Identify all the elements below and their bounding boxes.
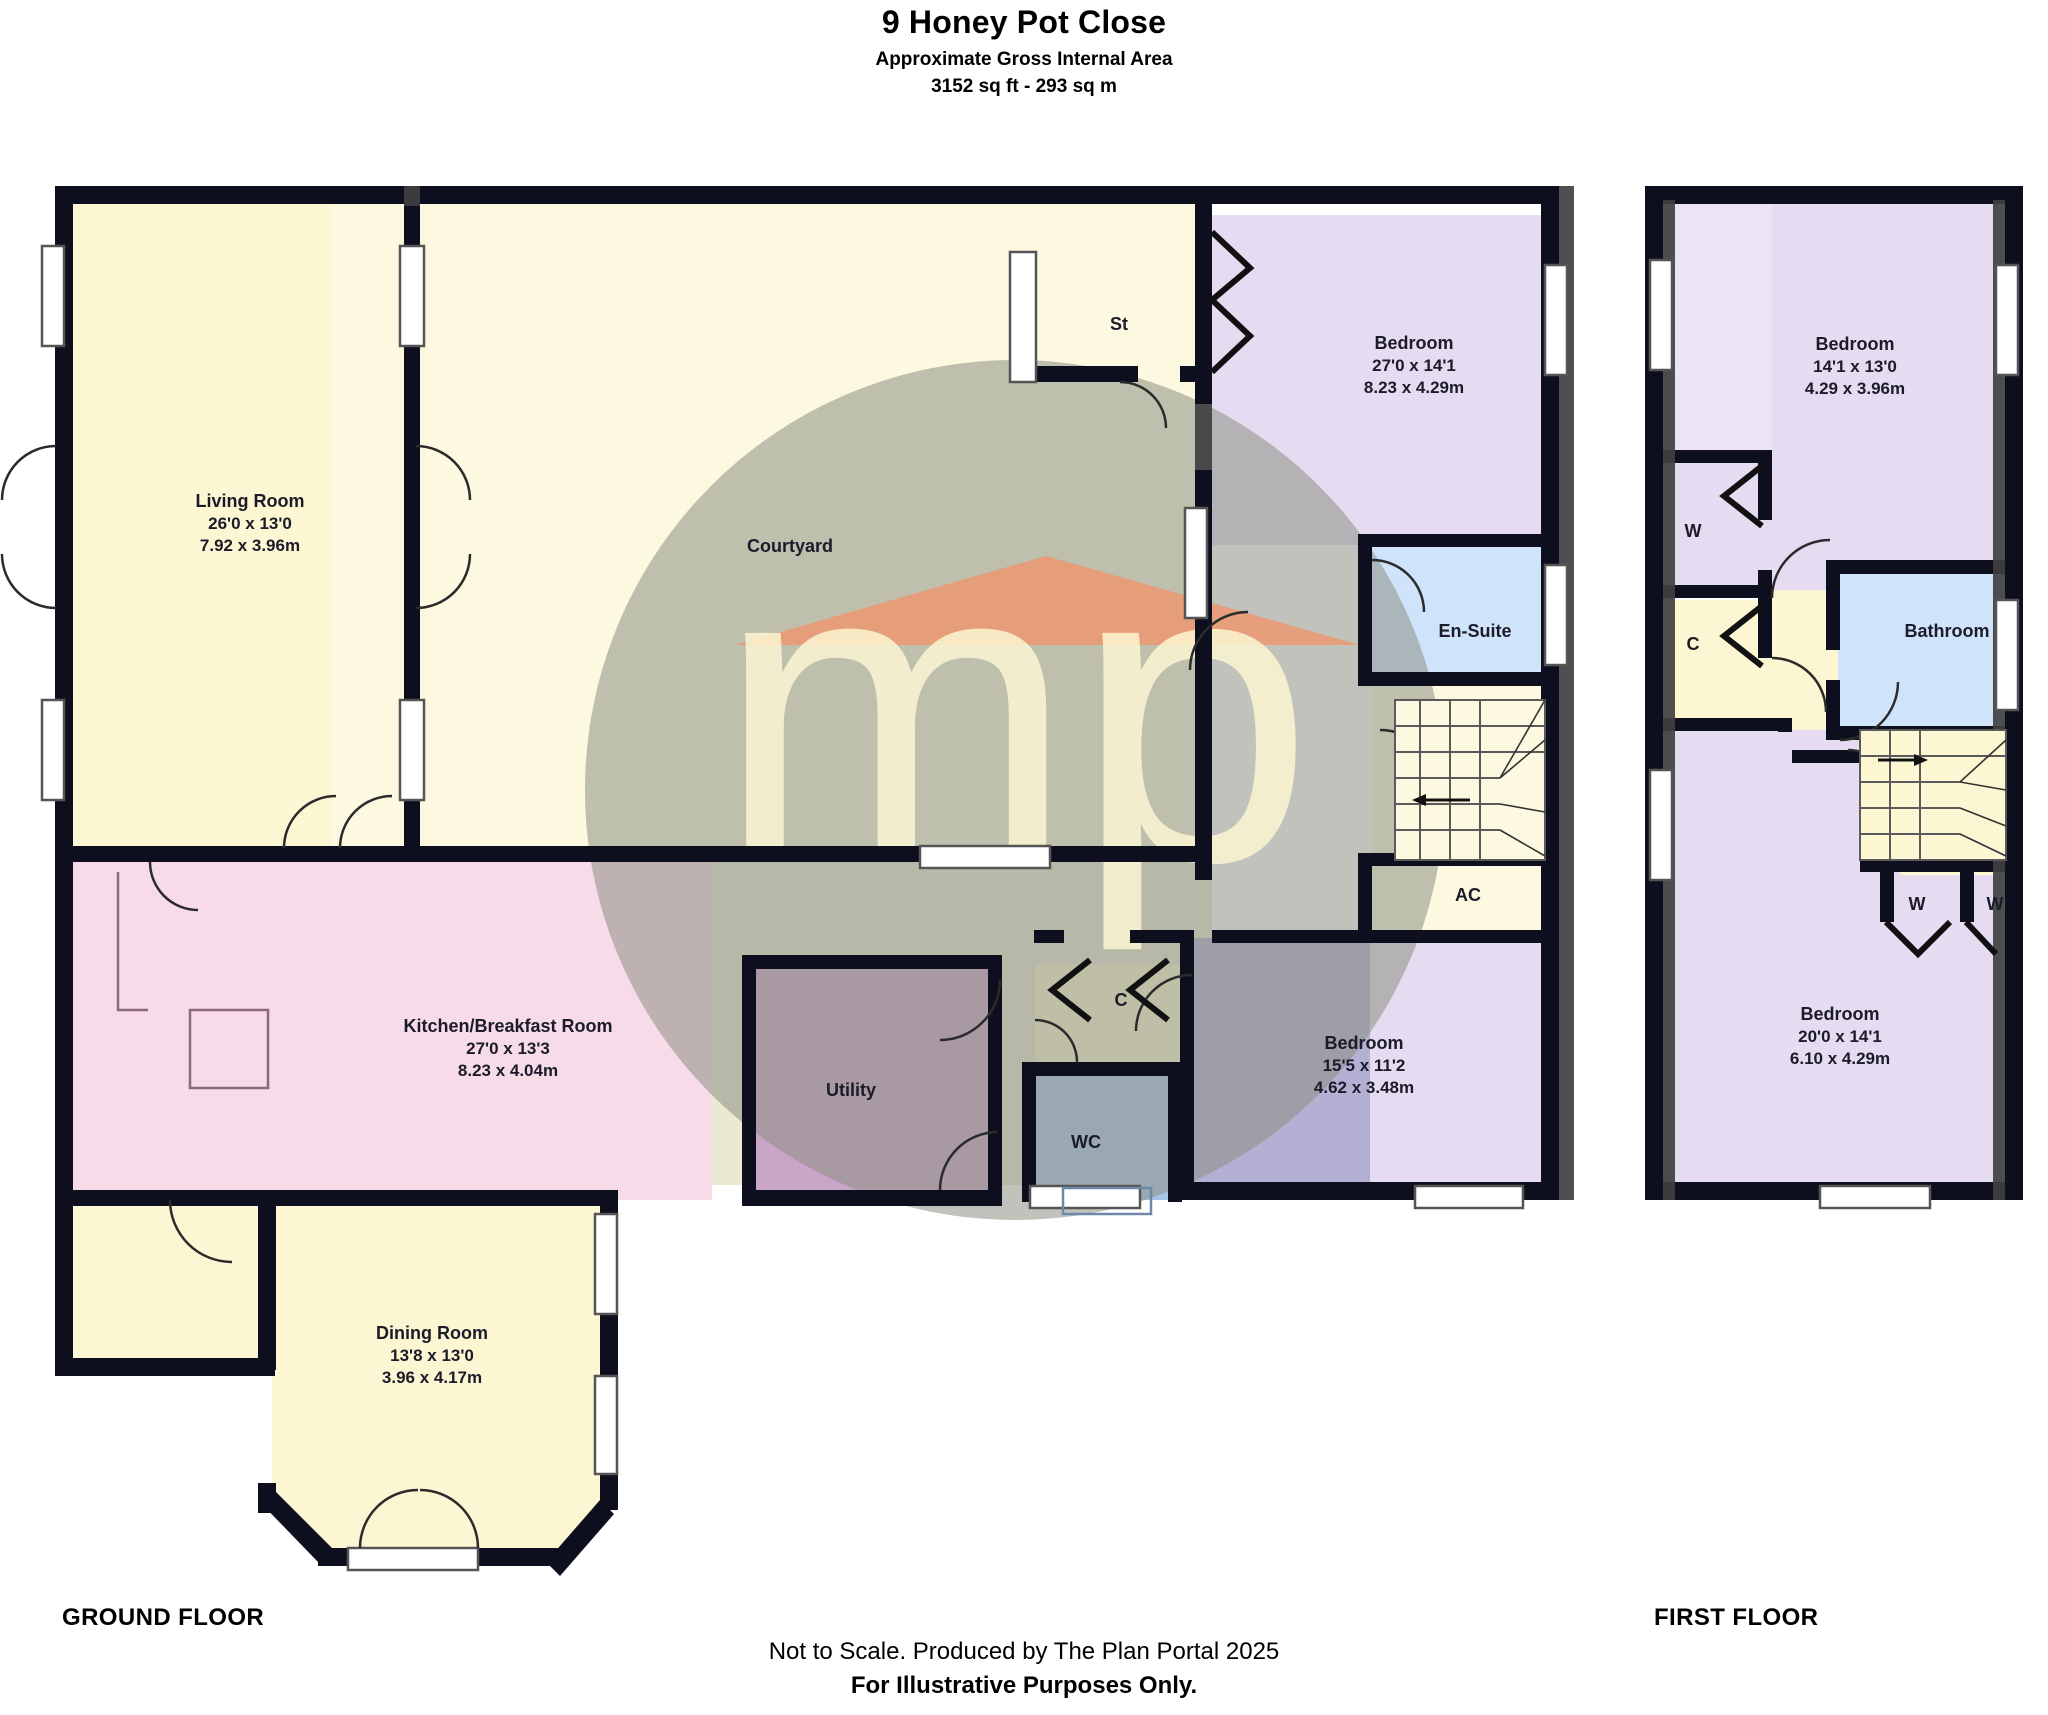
kitchen-fittings (116, 872, 270, 1090)
gf-door-arcs (0, 380, 1442, 1549)
ff-wardrobe-doors (1719, 463, 1999, 959)
fill-dining-bay (272, 1500, 617, 1560)
gf-walls (55, 186, 1559, 1576)
plan-footer: Not to Scale. Produced by The Plan Porta… (0, 1638, 2048, 1700)
watermark-graphic: mp (585, 360, 1445, 1220)
watermark-circle (585, 360, 1445, 1220)
page-title: 9 Honey Pot Close (881, 4, 1167, 40)
fill-dining-room (272, 1200, 617, 1500)
wc-fittings (1061, 1186, 1153, 1216)
fill-wardrobe-1 (1662, 460, 1772, 590)
ff-windows (1648, 258, 2020, 1210)
first-floor-label: FIRST FLOOR (1654, 1604, 1819, 1631)
watermark-text: mp (716, 472, 1313, 954)
footer-illustrative: For Illustrative Purposes Only. (850, 1672, 1198, 1699)
area-caption: Approximate Gross Internal Area (875, 49, 1173, 70)
gf-staircase (1394, 699, 1546, 861)
ff-staircase (1859, 729, 2007, 861)
ff-room-fills (1662, 200, 2006, 1200)
gf-wardrobe-doors (1207, 229, 1255, 375)
plan-header: 9 Honey Pot Close Approximate Gross Inte… (0, 0, 2048, 98)
gf-cupboard-doors (1047, 957, 1170, 1023)
ground-floor-label: GROUND FLOOR (62, 1604, 265, 1631)
gf-wall-shadow (404, 186, 1574, 1200)
fill-cupboard-ff (1662, 600, 1772, 730)
ground-floor-drawing: mp (0, 186, 1574, 1576)
gf-windows (40, 244, 1569, 1572)
fill-lobby (72, 1200, 272, 1375)
footer-disclaimer: Not to Scale. Produced by The Plan Porta… (768, 1638, 1280, 1665)
first-floor-drawing (1645, 186, 2023, 1210)
area-value: 3152 sq ft - 293 sq m (931, 76, 1117, 97)
fill-bathroom (1838, 570, 1998, 730)
